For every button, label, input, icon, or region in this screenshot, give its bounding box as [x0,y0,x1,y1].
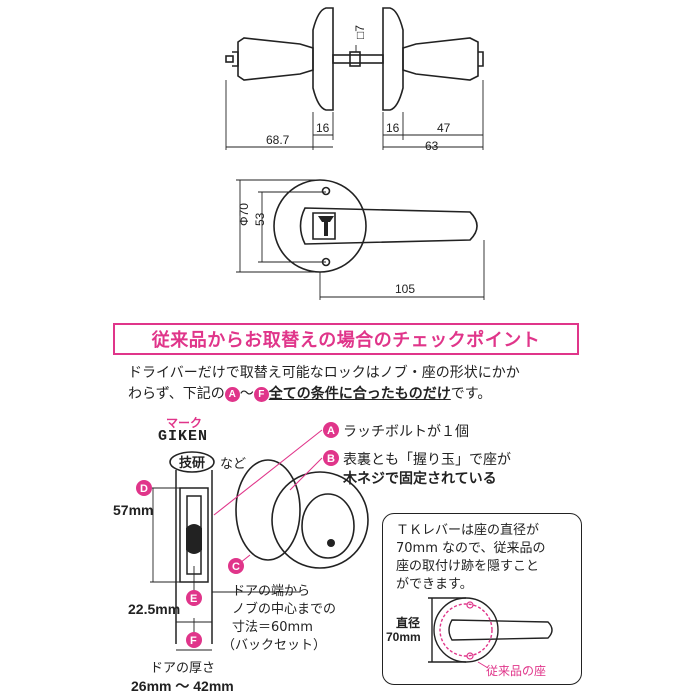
intro-line-2-end: です。 [450,386,492,402]
tk-note-line-1: ＴＫレバーは座の直径が [396,523,540,538]
knob-rose [235,459,301,561]
knob-keyhole [327,539,335,547]
key-slot [318,216,334,236]
dim-63: 63 [425,139,439,153]
svg-text:C: C [232,561,240,573]
knob-ball [271,471,369,569]
giken-mark-oval [169,451,215,473]
tk-old-seat-label: 従来品の座 [486,664,547,678]
checkpoint-title-box: 従来品からお取替えの場合のチェックポイント [113,323,579,355]
mark-nado: など [220,457,247,472]
intro-tilde: ～ [239,386,254,402]
right-rose [382,7,404,111]
condition-c-text-1: ドアの端から [232,584,311,599]
mark-label: マーク [166,416,203,430]
svg-text:E: E [190,593,197,605]
tk-diameter-value: 70mm [386,630,421,644]
knob-face [301,493,355,559]
lever-front [299,207,478,245]
tk-diameter-label: 直径 [396,616,421,630]
badge-c: C [228,558,244,574]
dim-16-right: 16 [386,121,400,135]
latch-bolt [186,524,202,554]
tk-note-line-2: 70mm なので、従来品の [396,541,546,556]
condition-b-text-2: 木ネジで固定されている [343,471,497,487]
badge-intro-from: A [224,387,240,402]
left-rose [312,7,334,111]
left-lock-pin [225,55,234,63]
svg-text:B: B [327,453,335,465]
spindle [332,54,384,64]
dim-square-7: □7 [353,25,367,39]
tk-note-line-3: 座の取付け跡を隠すこと [396,559,540,574]
lever-hub [312,212,336,240]
giken-mark-jp: 技研 [179,455,205,471]
condition-b-text-1: 表裏とも「握り玉」で座が [343,452,511,468]
condition-a-text: ラッチボルトが１個 [343,424,469,440]
intro-underline: 全ての条件に合ったものだけ [268,386,451,402]
giken-logo-text: GIKEN [158,428,209,445]
dim-16-left: 16 [316,121,330,135]
old-seat-outline [439,603,493,657]
intro-line-1: ドライバーだけで取替え可能なロックはノブ・座の形状にかか [128,365,520,381]
left-lever-tip [232,51,239,67]
badge-a: A [323,422,339,438]
tk-note-line-4: ができます。 [396,577,473,592]
dim-d-value: 57mm [113,502,154,518]
dim-phi-70: Φ70 [237,203,251,226]
badge-d: D [136,480,152,496]
dim-47: 47 [437,121,451,135]
rose-plate [273,179,367,273]
right-lever-tip [478,51,484,67]
right-lever-body [402,37,479,81]
condition-f-text-2: 26mm ～ 42mm [131,678,234,694]
condition-c-text-3: 寸法＝60mm [232,620,313,635]
badge-f: F [186,632,202,648]
checkpoint-title: 従来品からお取替えの場合のチェックポイント [151,330,541,351]
condition-c-text-2: ノブの中心までの [232,602,337,617]
condition-f-text-1: ドアの厚さ [150,661,216,676]
tk-note-box [382,513,582,685]
badge-e: E [186,590,202,606]
dim-68-7: 68.7 [266,133,290,147]
dim-53: 53 [253,212,267,226]
dim-105: 105 [395,282,415,296]
condition-c-text-4: （バックセット） [222,638,327,653]
intro-line-2-prefix: わらず、下記の [128,386,225,402]
tk-lever [448,619,553,641]
dim-e-value: 22.5mm [128,601,181,617]
svg-text:D: D [140,483,148,495]
badge-b: B [323,450,339,466]
spindle-square [349,51,361,67]
svg-text:A: A [327,425,335,437]
svg-text:F: F [190,635,197,647]
screw-top [321,186,331,196]
badge-intro-to: F [253,387,269,402]
left-lever-body [237,37,314,81]
